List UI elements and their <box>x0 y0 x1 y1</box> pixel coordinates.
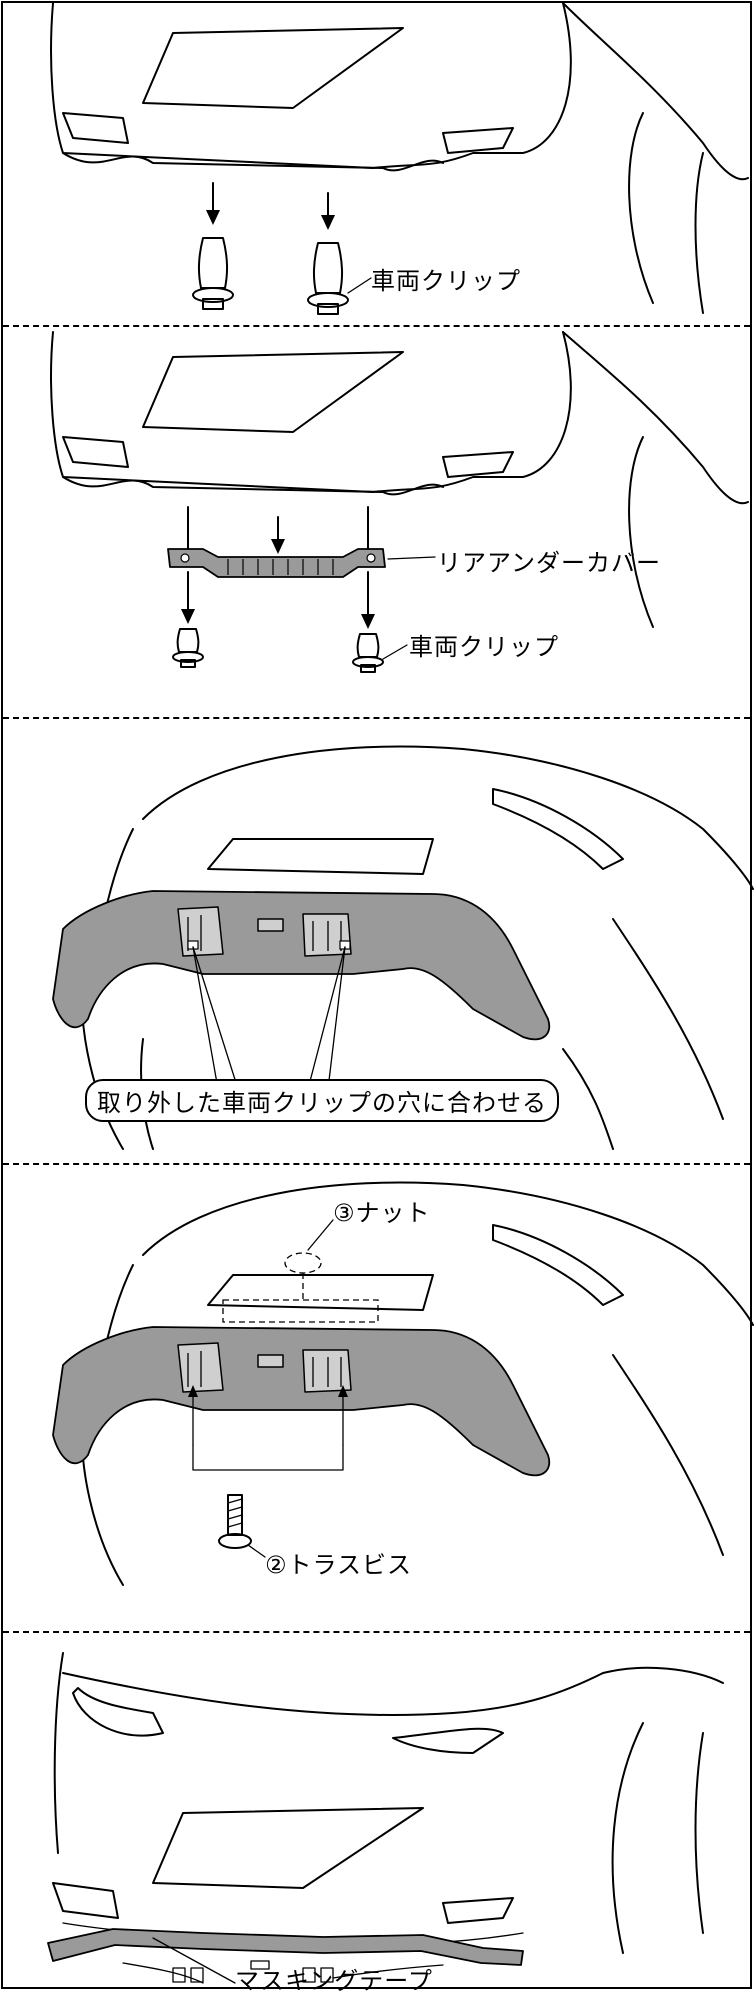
step-divider <box>3 717 750 719</box>
step-divider <box>3 1163 750 1165</box>
step-4-panel: ③ナット ②トラスビス <box>3 1165 754 1625</box>
screw-icon <box>218 1494 252 1549</box>
clip-icon <box>352 633 384 673</box>
step-2-panel: リアアンダーカバー 車両クリップ <box>3 327 750 687</box>
nut-label: ③ナット <box>333 1199 431 1227</box>
down-arrow-icon <box>206 182 220 225</box>
rear-diffuser <box>52 1326 551 1477</box>
clip-icon <box>192 237 234 310</box>
clip-icon <box>172 628 204 668</box>
rear-diffuser <box>52 890 551 1041</box>
down-arrow-icon <box>181 571 195 624</box>
step-divider <box>3 1631 750 1633</box>
down-arrow-icon <box>271 516 285 554</box>
car-rear-diagram <box>47 1652 724 1984</box>
vehicle-clip-label: 車両クリップ <box>371 267 521 295</box>
down-arrow-icon <box>361 571 375 629</box>
step-divider <box>3 325 750 327</box>
rear-under-cover <box>167 548 386 578</box>
truss-screw-label: ②トラスビス <box>265 1551 413 1579</box>
rear-under-cover-label: リアアンダーカバー <box>437 549 662 577</box>
down-arrow-icon <box>321 192 335 230</box>
step-5-panel: マスキングテープ <box>3 1633 750 1995</box>
vehicle-clip-label: 車両クリップ <box>409 633 559 661</box>
masking-tape <box>47 1928 524 1966</box>
align-with-removed-clip-holes-label: 取り外した車両クリップの穴に合わせる <box>85 1079 559 1122</box>
step-1-panel: 車両クリップ <box>3 3 750 323</box>
car-rear-diagram <box>50 3 749 315</box>
car-rear-diagram <box>50 331 749 673</box>
step-3-panel: 取り外した車両クリップの穴に合わせる <box>3 719 754 1159</box>
masking-tape-label: マスキングテープ <box>235 1967 433 1995</box>
car-rear-diagram <box>52 1181 754 1586</box>
nut-icon <box>284 1252 322 1274</box>
clip-icon <box>307 242 349 315</box>
